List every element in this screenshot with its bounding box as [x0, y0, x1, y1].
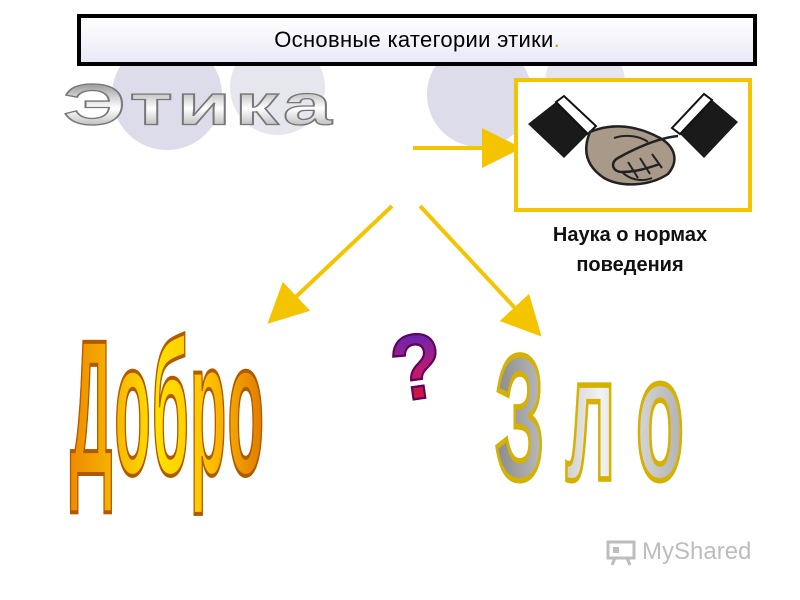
title-period: .: [553, 27, 560, 52]
etika-wordart: Этика: [62, 72, 336, 138]
title-box: Основные категории этики.: [77, 14, 757, 66]
watermark: MyShared: [606, 538, 751, 566]
handshake-icon: [528, 92, 738, 186]
definition-caption: Наука о нормах поведения: [552, 224, 708, 276]
zlo-wordart: Зло: [494, 317, 705, 522]
dobro-wordart: Добро: [69, 300, 265, 520]
projector-icon: [606, 540, 636, 566]
arrow-to-zlo: [418, 204, 542, 337]
arrow-to-dobro: [267, 204, 394, 324]
watermark-text: MyShared: [642, 538, 752, 565]
handshake-image-frame: [514, 78, 752, 212]
slide-title: Основные категории этики: [274, 27, 554, 52]
